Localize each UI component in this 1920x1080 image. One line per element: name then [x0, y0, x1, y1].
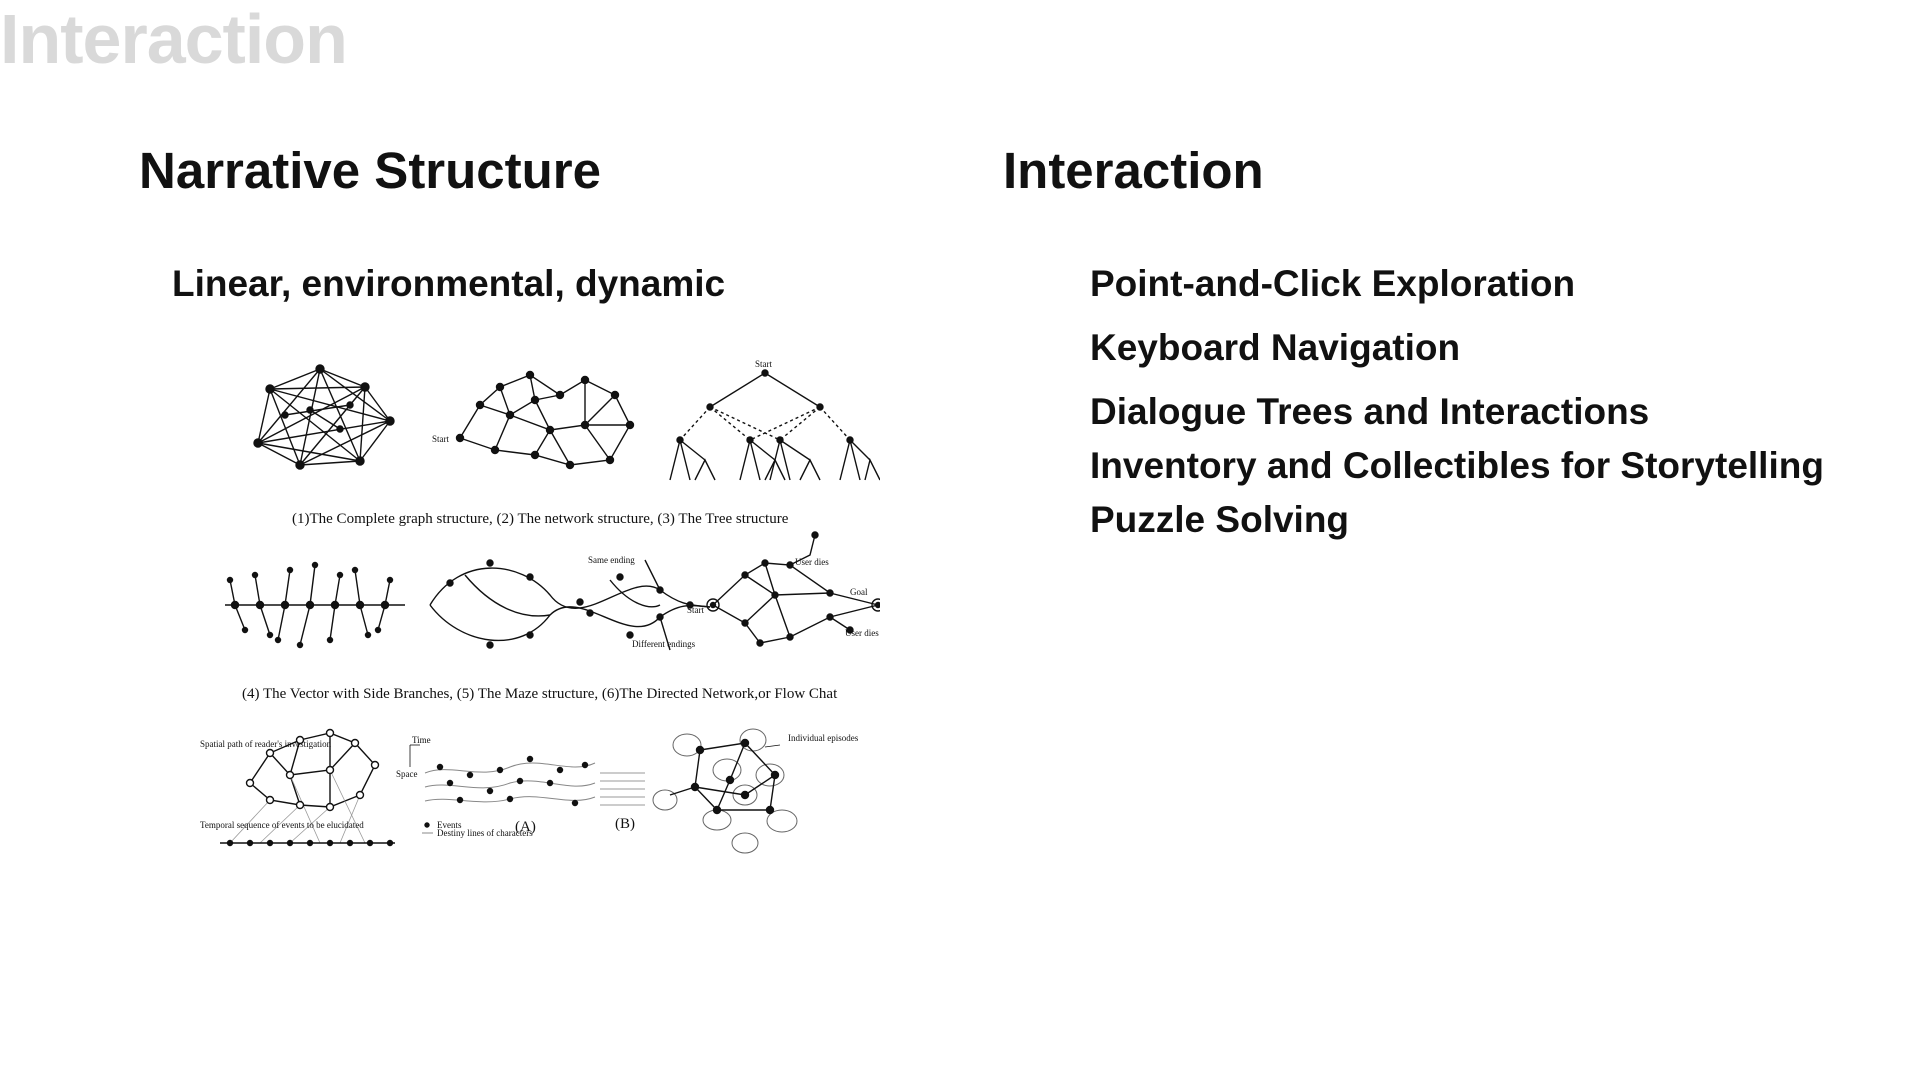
ghost-section-title: Interaction	[0, 0, 348, 78]
figure-caption-row1: (1)The Complete graph structure, (2) The…	[292, 511, 789, 527]
tree-diagram	[669, 369, 880, 481]
same-ending-label: Same ending	[588, 555, 635, 565]
individual-episodes-label: Individual episodes	[788, 733, 859, 743]
events-legend-label: Events	[437, 820, 462, 830]
narrative-structures-figure: Start Start (1)The Complete graph struct…	[190, 355, 880, 855]
temporal-sequence-label: Temporal sequence of events to be elucid…	[200, 820, 364, 830]
user-dies-label: User dies	[795, 557, 829, 567]
vector-side-branches-diagram	[225, 561, 405, 649]
maze-diagram	[429, 559, 711, 651]
different-endings-label: Different endings	[632, 639, 696, 649]
narrative-structure-subheading: Linear, environmental, dynamic	[172, 263, 726, 304]
time-axis-label: Time	[412, 735, 431, 745]
list-item: Keyboard Navigation	[1090, 327, 1461, 368]
spatial-temporal-diagram	[220, 728, 395, 847]
narrative-structure-heading: Narrative Structure	[139, 142, 602, 199]
time-space-diagram	[409, 744, 596, 834]
spatial-path-label: Spatial path of reader's investigation	[200, 739, 332, 749]
network-graph-diagram	[455, 370, 635, 470]
structures-diagram: Start Start (1)The Complete graph struct…	[200, 359, 880, 854]
list-item: Point-and-Click Exploration	[1090, 263, 1576, 304]
interaction-heading: Interaction	[1003, 142, 1264, 199]
flow-chart-diagram	[706, 531, 880, 647]
complete-graph-diagram	[253, 364, 395, 470]
list-item: Puzzle Solving	[1090, 499, 1350, 540]
panel-a-label: (A)	[515, 819, 536, 835]
panel-b-label: (B)	[615, 816, 635, 832]
user-dies-label: User dies	[845, 628, 879, 638]
start-label: Start	[432, 434, 449, 444]
start-label: Start	[755, 359, 772, 369]
list-item: Dialogue Trees and Interactions	[1090, 391, 1650, 432]
goal-label: Goal	[850, 587, 868, 597]
list-item: Inventory and Collectibles for Storytell…	[1090, 445, 1824, 486]
episodes-diagram	[600, 728, 798, 854]
destiny-lines-legend-label: Destiny lines of characters	[437, 828, 533, 838]
space-axis-label: Space	[396, 769, 418, 779]
figure-caption-row2: (4) The Vector with Side Branches, (5) T…	[242, 686, 838, 702]
start-label: Start	[687, 605, 704, 615]
